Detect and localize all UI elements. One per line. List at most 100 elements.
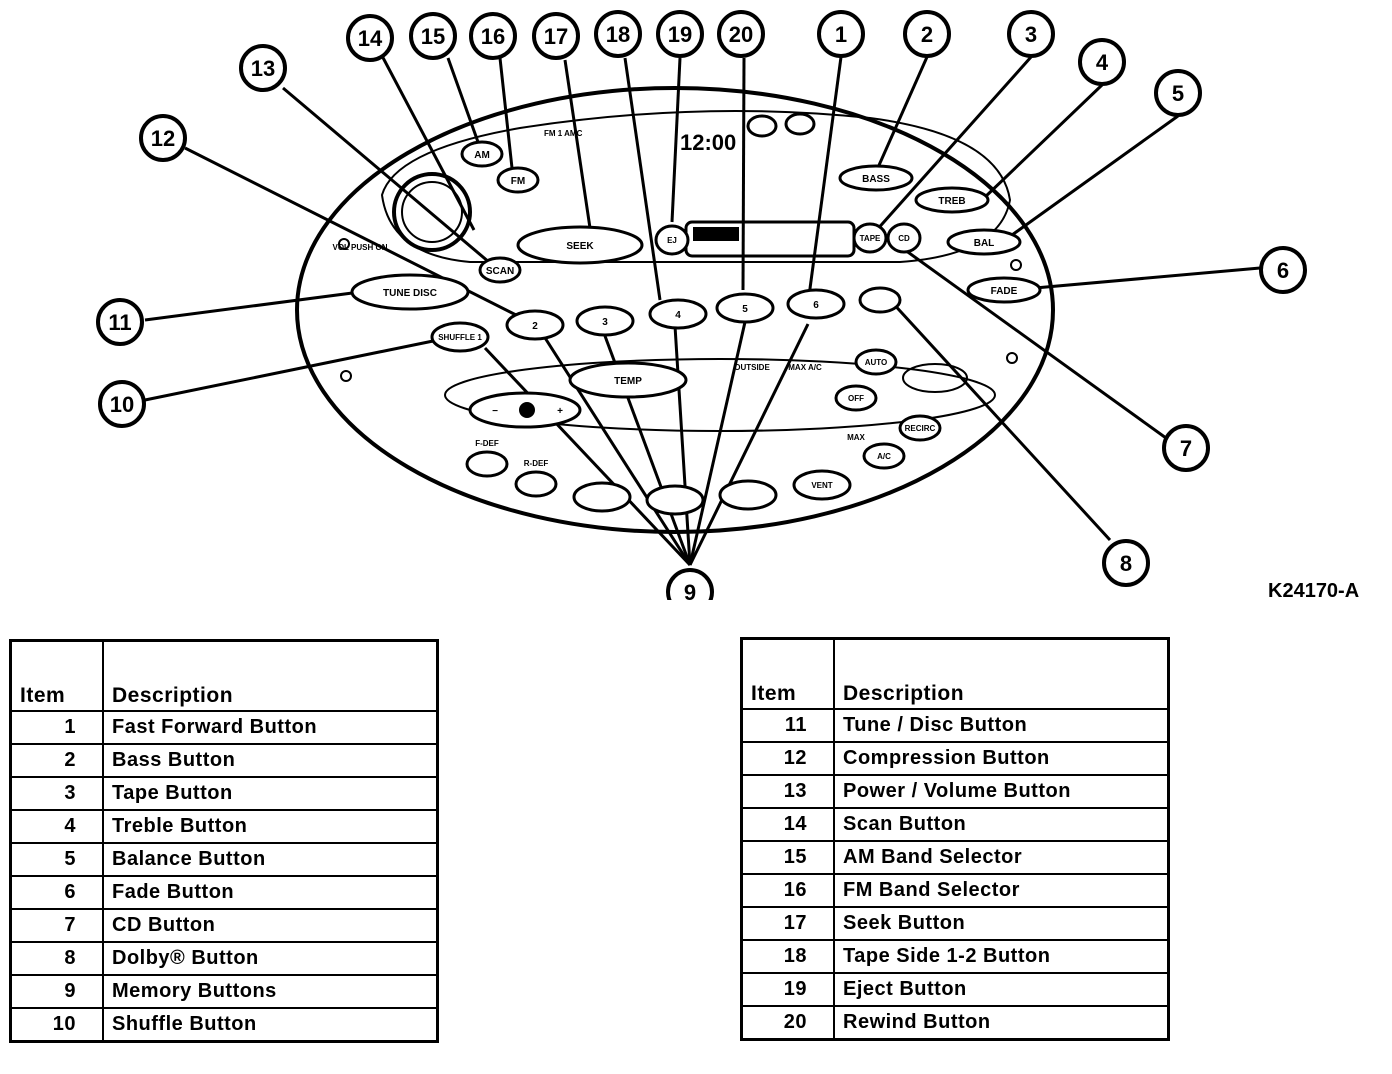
item-description: Tune / Disc Button [833,708,1170,743]
item-number: 14 [740,807,835,842]
callout-5: 5 [1154,69,1202,117]
rear-defrost-button[interactable] [514,470,558,498]
outside-label: OUTSIDE [734,363,770,372]
shuffle-button[interactable] [430,321,490,353]
item-number: 7 [9,908,104,943]
recirc-label: RECIRC [905,424,936,433]
treble-button[interactable] [914,186,990,214]
callout-3: 3 [1007,10,1055,58]
callout-16: 16 [469,12,517,60]
bal-label: BAL [974,238,995,249]
panel-buttons [350,112,1042,516]
fdef-label: F-DEF [475,439,499,448]
fade-button[interactable] [966,276,1042,304]
leader-lines [144,51,1261,567]
item-description: Tape Side 1-2 Button [833,939,1170,974]
speaker-grille [902,363,968,393]
item-number: 10 [9,1007,104,1043]
memory-button-5[interactable] [715,292,775,324]
callout-circle [656,10,704,58]
callout-circle [817,10,865,58]
item-description: FM Band Selector [833,873,1170,908]
seek-button[interactable] [516,225,644,265]
callout-18: 18 [594,10,642,58]
bass-button[interactable] [838,164,914,192]
scan-label: SCAN [486,266,514,277]
callout-10: 10 [98,380,146,428]
callout-12: 12 [139,114,187,162]
item-description: Treble Button [102,809,439,844]
tune-label: TUNE DISC [383,288,437,299]
balance-button[interactable] [946,228,1022,256]
memory-button-3[interactable] [575,305,635,337]
fm-button[interactable] [496,166,540,194]
callout-number: 17 [544,24,568,49]
item-number: 2 [9,743,104,778]
item-number: 20 [740,1005,835,1041]
item-header: Item [9,639,104,712]
scan-button[interactable] [478,256,522,284]
max-label: MAX [847,433,865,442]
callout-number: 14 [358,26,383,51]
am-label: AM [474,150,490,161]
recirc-button[interactable] [898,414,942,442]
tape-button[interactable] [852,222,888,254]
description-header: Description [102,639,439,712]
seek-label: SEEK [566,241,594,252]
callout-number: 18 [606,22,630,47]
callout-circle [409,12,457,60]
callout-number: 11 [108,310,131,335]
off-button[interactable] [834,384,878,412]
mem2-label: 2 [532,321,538,332]
callout-number: 16 [481,24,505,49]
item-description: CD Button [102,908,439,943]
item-number: 11 [740,708,835,743]
front-defrost-button[interactable] [465,450,509,478]
svg-text:+: + [557,406,563,417]
callout-circle [1154,69,1202,117]
temp-label: TEMP [614,376,642,387]
mem6-label: 6 [813,300,819,311]
item-description: Rewind Button [833,1005,1170,1041]
callout-circle [1162,424,1210,472]
panel-button[interactable] [572,481,632,513]
callout-17: 17 [532,12,580,60]
auto-button[interactable] [854,348,898,376]
vent-button[interactable] [792,469,852,501]
callout-circle [1102,539,1150,587]
mem5-label: 5 [742,304,748,315]
power-volume-knob[interactable] [392,172,472,252]
shuffle-label: SHUFFLE 1 [438,333,482,342]
tune-disc-button[interactable] [350,273,470,311]
item-description: Seek Button [833,906,1170,941]
callout-13: 13 [239,44,287,92]
callout-number: 9 [684,580,696,600]
bass-label: BASS [862,174,890,185]
floor-button[interactable] [718,479,778,511]
memory-button-6[interactable] [786,288,846,320]
callout-circle [139,114,187,162]
dolby-button[interactable] [858,286,902,314]
cd-button[interactable] [886,222,922,254]
temp-button[interactable] [568,361,688,399]
callout-number: 19 [668,22,692,47]
item-description: Fade Button [102,875,439,910]
callout-19: 19 [656,10,704,58]
eject-button[interactable] [654,224,690,256]
mix-button[interactable] [645,484,705,516]
memory-button-2[interactable] [505,309,565,341]
memory-button-4[interactable] [648,298,708,330]
callout-circle [239,44,287,92]
ac-button[interactable] [862,442,906,470]
am-button[interactable] [460,140,504,168]
